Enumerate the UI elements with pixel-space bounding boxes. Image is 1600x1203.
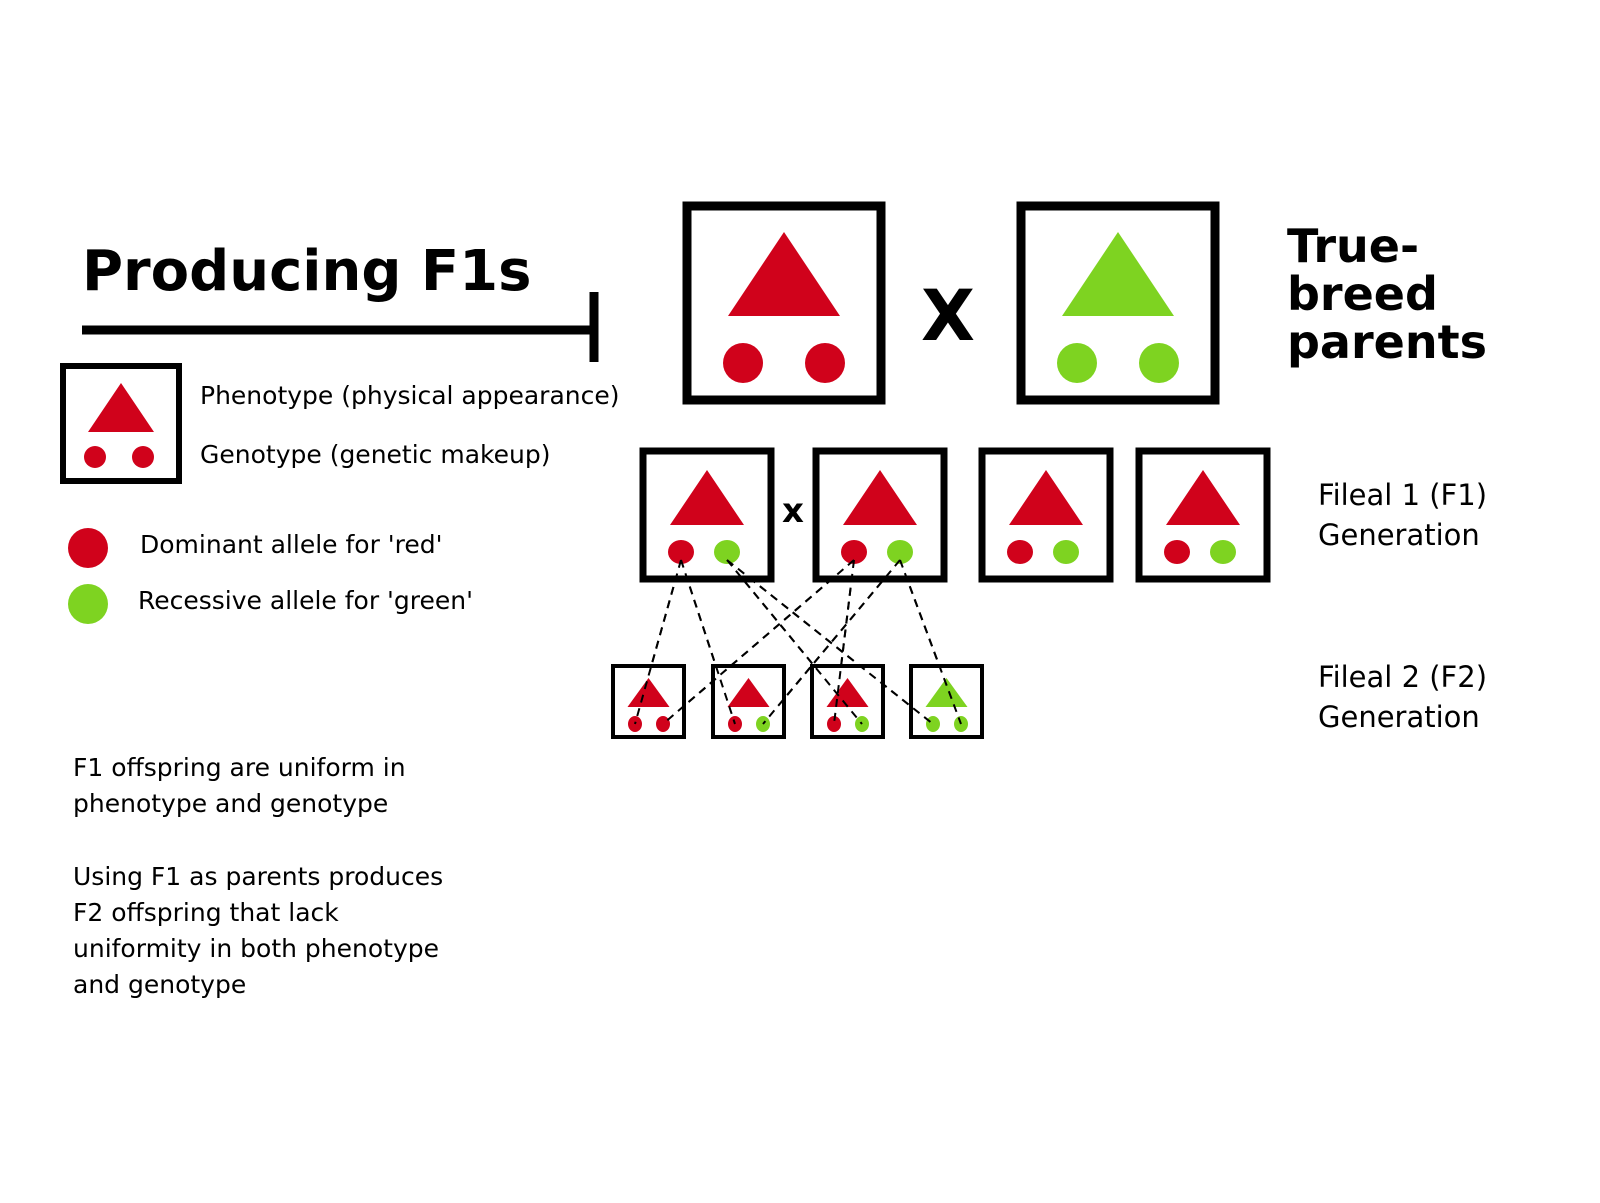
legend-box-frame — [60, 363, 182, 484]
parent-box-1 — [682, 201, 886, 405]
organism-boxes — [611, 201, 1271, 739]
dominant-allele-icon — [68, 528, 108, 568]
recessive-allele-label: Recessive allele for 'green' — [138, 586, 473, 615]
f1-box-3-phenotype-triangle — [1009, 470, 1083, 525]
legend-genotype-allele-1 — [84, 446, 106, 468]
legend-genotype-allele-2 — [132, 446, 154, 468]
f2-box-2-phenotype-triangle — [727, 678, 770, 707]
f2-box-1-allele-2 — [656, 716, 670, 732]
f1-box-3-allele-1 — [1007, 540, 1033, 564]
f1-box-4 — [1135, 447, 1271, 583]
legend-genotype-label: Genotype (genetic makeup) — [200, 440, 550, 469]
parents-label-line-3: parents — [1287, 315, 1487, 369]
f1-box-2-allele-2 — [887, 540, 913, 564]
inheritance-line-overlay-2 — [680, 559, 736, 725]
f1-box-3 — [978, 447, 1114, 583]
f1-box-1-allele-1 — [668, 540, 694, 564]
parent-box-1-allele-2 — [805, 343, 845, 383]
legend-key-box — [60, 363, 182, 484]
f1-box-4-allele-2 — [1210, 540, 1236, 564]
legend-phenotype-triangle — [88, 383, 154, 432]
f1-box-2-allele-1 — [841, 540, 867, 564]
f2-label-line-2: Generation — [1318, 700, 1480, 734]
recessive-allele-icon — [68, 584, 108, 624]
f2-box-4 — [909, 664, 984, 739]
f2-box-2 — [711, 664, 786, 739]
parent-cross-symbol: X — [921, 275, 975, 357]
parent-box-1-allele-1 — [723, 343, 763, 383]
note-2-line-2: F2 offspring that lack — [73, 898, 339, 927]
inheritance-lines-overlay — [634, 559, 962, 725]
inheritance-line-overlay-3 — [726, 559, 863, 725]
parent-box-2-allele-2 — [1139, 343, 1179, 383]
f2-box-4-phenotype-triangle — [925, 678, 968, 707]
inheritance-line-overlay-4 — [726, 559, 934, 725]
f1-label-line-2: Generation — [1318, 518, 1480, 552]
f1-box-4-phenotype-triangle — [1166, 470, 1240, 525]
note-1-line-2: phenotype and genotype — [73, 789, 388, 818]
f1-label-line-1: Fileal 1 (F1) — [1318, 478, 1487, 512]
note-2-line-3: uniformity in both phenotype — [73, 934, 439, 963]
f1-box-4-allele-1 — [1164, 540, 1190, 564]
f1-box-1-allele-2 — [714, 540, 740, 564]
parent-box-2 — [1016, 201, 1220, 405]
inheritance-line-overlay-8 — [899, 559, 962, 725]
f1-box-1 — [639, 447, 775, 583]
f1-box-2-phenotype-triangle — [843, 470, 917, 525]
inheritance-line-overlay-1 — [634, 559, 682, 725]
parents-label-line-1: True- — [1287, 219, 1419, 273]
f1-cross-symbol: x — [782, 491, 804, 531]
f1-box-1-phenotype-triangle — [670, 470, 744, 525]
parents-label-line-2: breed — [1287, 267, 1438, 321]
inheritance-line-overlay-7 — [762, 559, 901, 725]
legend-phenotype-label: Phenotype (physical appearance) — [200, 381, 620, 410]
note-2-line-1: Using F1 as parents produces — [73, 862, 443, 891]
f2-box-3-allele-1 — [827, 716, 841, 732]
f1-box-3-allele-2 — [1053, 540, 1079, 564]
f2-box-1-phenotype-triangle — [627, 678, 670, 707]
parent-box-2-phenotype-triangle — [1062, 232, 1174, 316]
parent-box-2-allele-1 — [1057, 343, 1097, 383]
note-2-line-4: and genotype — [73, 970, 246, 999]
parent-box-1-phenotype-triangle — [728, 232, 840, 316]
page-title: Producing F1s — [82, 239, 531, 304]
dominant-allele-label: Dominant allele for 'red' — [140, 530, 443, 559]
note-1-line-1: F1 offspring are uniform in — [73, 753, 406, 782]
f2-label-line-1: Fileal 2 (F2) — [1318, 660, 1487, 694]
f1-box-2 — [812, 447, 948, 583]
f2-box-1 — [611, 664, 686, 739]
